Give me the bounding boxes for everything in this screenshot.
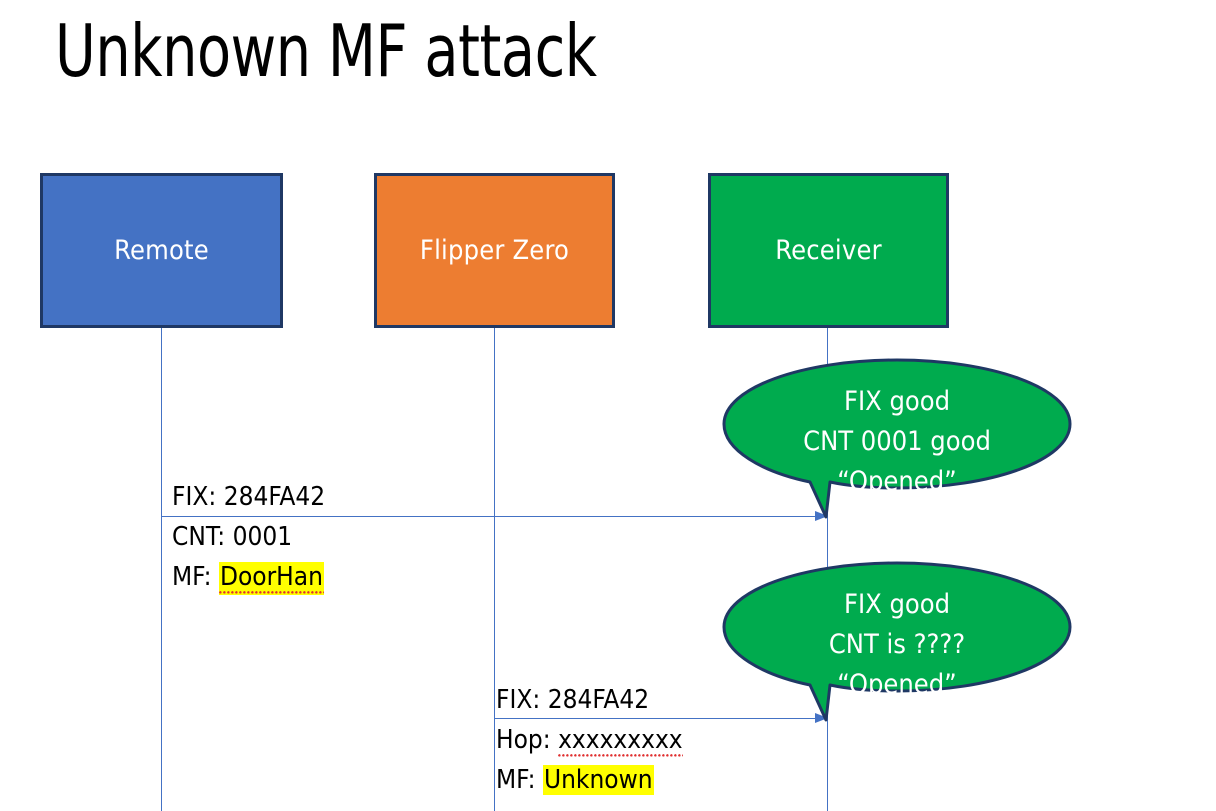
- message-label-remote-to-receiver: FIX: 284FA42 CNT: 0001 MF: DoorHan: [172, 477, 325, 597]
- message-arrow-remote-to-receiver: [162, 511, 828, 521]
- message-line-label: MF:: [172, 562, 219, 592]
- speech-bubble-shape-icon: [722, 561, 1072, 722]
- message-line-value: 284FA42: [547, 685, 650, 715]
- message-line: FIX: 284FA42: [172, 477, 325, 517]
- message-line-label: FIX:: [172, 482, 224, 512]
- message-line-value-highlighted: DoorHan: [218, 562, 324, 595]
- message-line-value: 0001: [232, 522, 293, 552]
- message-line: MF: DoorHan: [172, 557, 325, 597]
- speech-bubble-shape-icon: [722, 358, 1072, 519]
- actor-label-remote: Remote: [114, 235, 209, 266]
- message-line-label: MF:: [496, 765, 543, 795]
- message-line-label: FIX:: [496, 685, 548, 715]
- actor-box-remote[interactable]: Remote: [40, 173, 283, 328]
- message-line-value-highlighted: Unknown: [542, 765, 654, 795]
- message-arrow-flipper-to-receiver: [495, 713, 828, 723]
- actor-label-receiver: Receiver: [775, 235, 882, 266]
- message-line-label: CNT:: [172, 522, 233, 552]
- message-line-value: 284FA42: [223, 482, 326, 512]
- page-title: Unknown MF attack: [55, 9, 597, 93]
- message-line: MF: Unknown: [496, 760, 683, 800]
- actor-box-flipper[interactable]: Flipper Zero: [374, 173, 615, 328]
- message-line-value: xxxxxxxxx: [558, 725, 683, 758]
- speech-bubble-receiver-first[interactable]: FIX good CNT 0001 good “Opened”: [722, 358, 1072, 521]
- lifeline-flipper: [494, 328, 495, 811]
- speech-bubble-receiver-second[interactable]: FIX good CNT is ???? “Opened”: [722, 561, 1072, 724]
- actor-label-flipper: Flipper Zero: [419, 235, 570, 266]
- message-line-label: Hop:: [496, 725, 559, 755]
- message-line: FIX: 284FA42: [496, 680, 683, 720]
- actor-box-receiver[interactable]: Receiver: [708, 173, 949, 328]
- message-line: Hop: xxxxxxxxx: [496, 720, 683, 760]
- message-label-flipper-to-receiver: FIX: 284FA42 Hop: xxxxxxxxx MF: Unknown: [496, 680, 683, 800]
- lifeline-remote: [161, 328, 162, 811]
- message-line: CNT: 0001: [172, 517, 325, 557]
